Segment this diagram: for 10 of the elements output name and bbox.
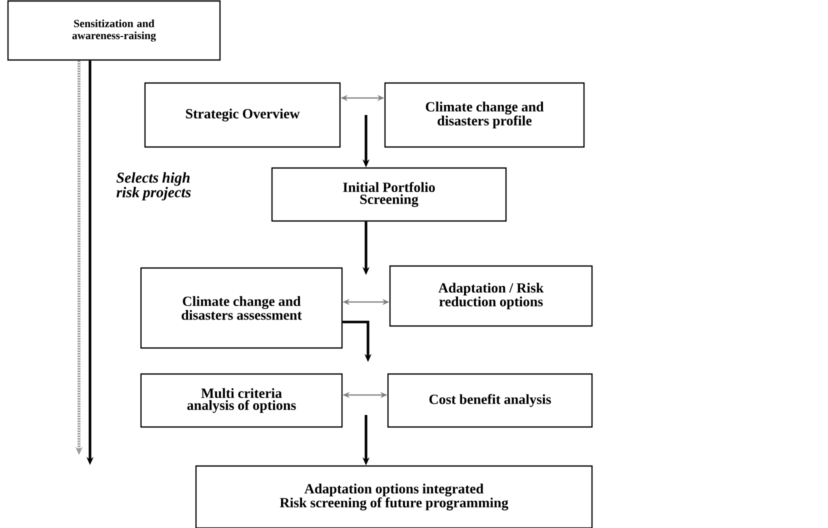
process-box: Adaptation / Risk reduction options [389,265,593,327]
process-box: Strategic Overview [144,82,341,148]
process-box: Climate change and disasters profile [384,82,585,148]
process-box: Sensitization and awareness-raising [7,0,221,61]
process-box: Initial Portfolio Screening [271,167,507,222]
process-box: Climate change and disasters assessment [140,267,343,349]
process-box: Adaptation options integrated Risk screening of future programming [195,465,593,528]
note-text: Selects high risk projects [116,172,191,200]
process-box: Cost benefit analysis [387,373,593,428]
process-box: Multi criteria analysis of options [140,373,343,428]
